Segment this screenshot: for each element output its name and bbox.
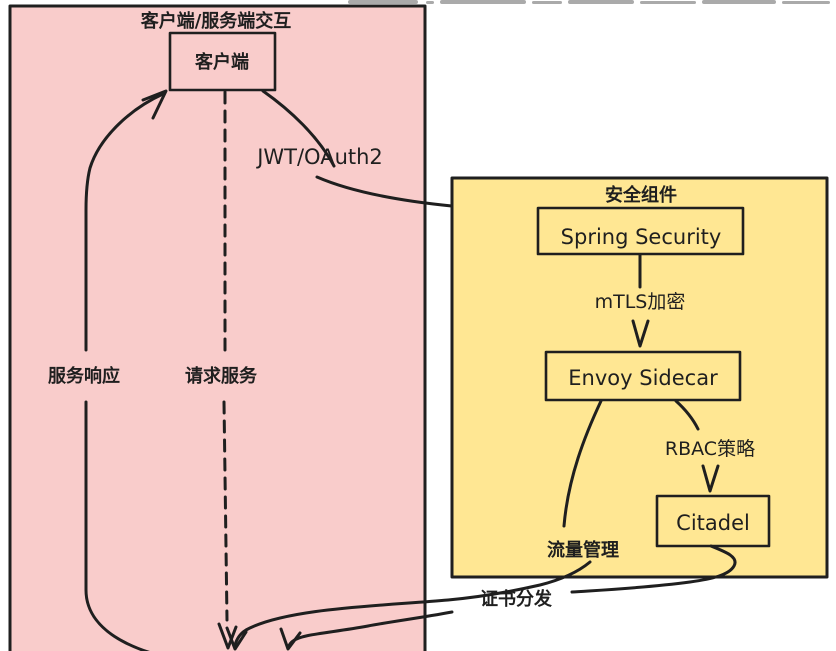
mtls-edge <box>631 253 650 348</box>
spring-security-node-label: Spring Security <box>561 225 722 249</box>
client-server-group-title: 客户端/服务端交互 <box>141 10 292 32</box>
response-edge-label: 服务响应 <box>48 365 120 387</box>
rbac-edge <box>674 399 720 493</box>
cert-edge <box>279 544 737 651</box>
request-edge-label: 请求服务 <box>185 365 258 387</box>
rbac-edge-label: RBAC策略 <box>665 438 755 460</box>
request-edge <box>217 90 238 650</box>
mtls-edge-label: mTLS加密 <box>595 291 686 313</box>
envoy-sidecar-node <box>544 350 742 402</box>
cropped-watermark-text <box>348 0 830 4</box>
jwt-edge-label: JWT/OAuth2 <box>255 145 383 169</box>
client-server-group-box <box>8 4 427 651</box>
citadel-node <box>655 494 771 548</box>
traffic-edge <box>225 399 603 651</box>
security-group-title: 安全组件 <box>605 184 677 206</box>
traffic-edge-label: 流量管理 <box>547 539 619 561</box>
client-node-label: 客户端 <box>195 51 249 73</box>
envoy-sidecar-node-label: Envoy Sidecar <box>568 366 718 390</box>
spring-security-node <box>536 206 745 256</box>
citadel-node-label: Citadel <box>676 511 750 535</box>
cert-edge-label: 证书分发 <box>480 588 553 610</box>
client-node <box>168 31 277 92</box>
response-edge <box>84 89 168 651</box>
